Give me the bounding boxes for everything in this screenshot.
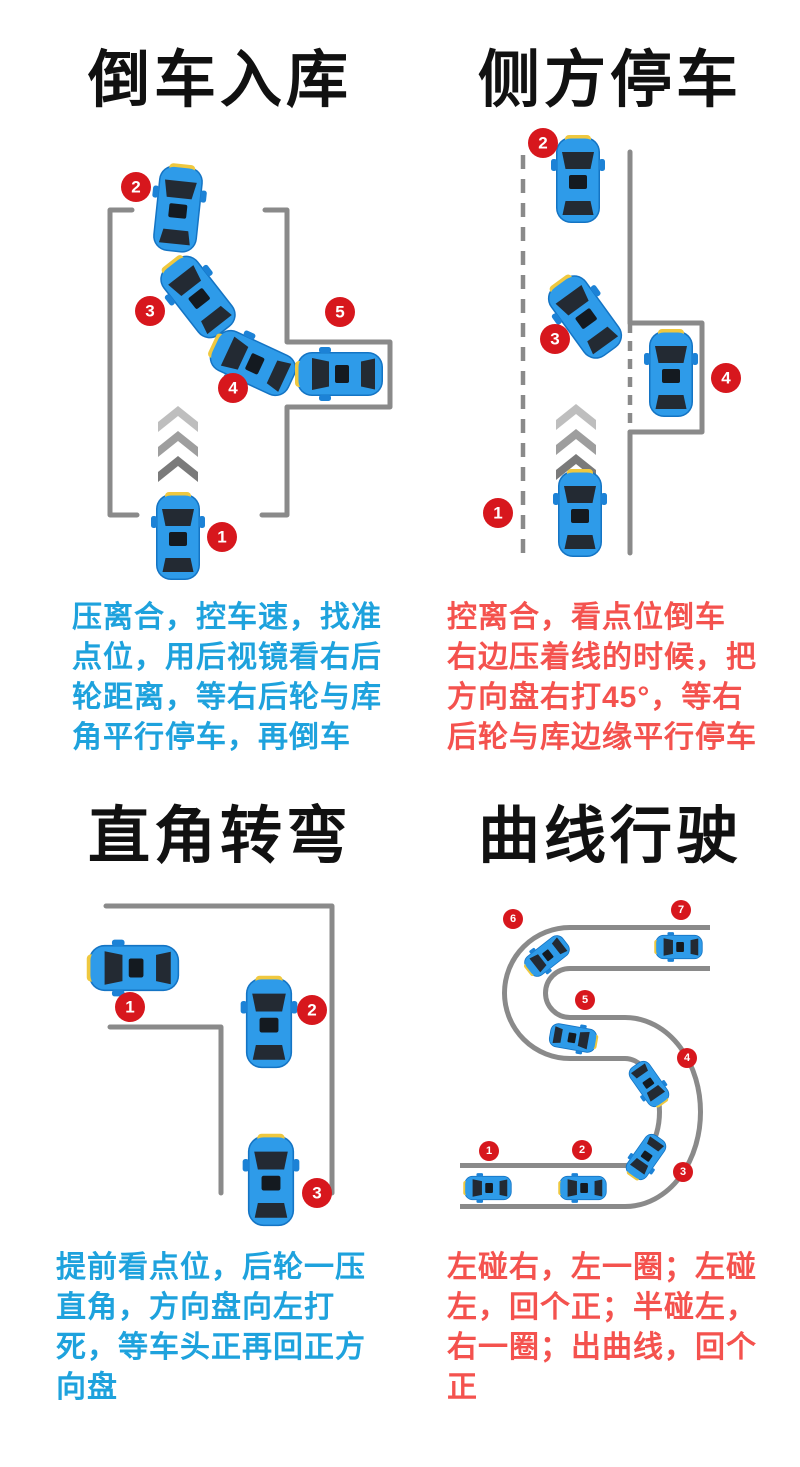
- step-marker-3: 3: [135, 296, 165, 326]
- car-step-3: [242, 1133, 300, 1227]
- car-step-2: [240, 975, 298, 1069]
- car-step-5: [295, 347, 383, 401]
- car-step-1: [463, 1173, 512, 1203]
- diagram-reverse-parking: 1 2 3 4 5: [107, 161, 393, 580]
- car-step-2: [146, 161, 210, 255]
- instruction-line: 直角，方向盘向左打: [56, 1291, 335, 1324]
- svg-text:2: 2: [307, 1001, 316, 1020]
- instruction-line: 左碰右，左一圈；左碰: [447, 1251, 757, 1284]
- svg-text:1: 1: [217, 528, 226, 547]
- car-step-4: [644, 329, 698, 417]
- instruction-line: 角平行停车，再倒车: [72, 721, 351, 754]
- car-step-1: [151, 492, 205, 580]
- instruction-line: 压离合，控车速，找准: [72, 601, 382, 634]
- instruction-line: 后轮与库边缘平行停车: [447, 721, 757, 754]
- title-curve-driving: 曲线行驶: [477, 802, 742, 871]
- title-right-angle-turn: 直角转弯: [87, 802, 352, 871]
- svg-text:3: 3: [145, 302, 154, 321]
- outer-corner-line: [103, 903, 335, 1196]
- instruction-line: 向盘: [56, 1371, 118, 1404]
- svg-text:1: 1: [486, 1145, 492, 1157]
- svg-text:5: 5: [335, 303, 344, 322]
- svg-text:7: 7: [678, 904, 684, 916]
- step-marker-3: 3: [540, 324, 570, 354]
- svg-text:3: 3: [550, 330, 559, 349]
- svg-text:6: 6: [510, 913, 516, 925]
- car-step-2: [551, 135, 605, 223]
- parking-bay-line: [627, 320, 705, 435]
- svg-text:4: 4: [228, 379, 238, 398]
- garage-right-boundary-and-bay-line: [259, 207, 393, 518]
- step-marker-5: 5: [325, 297, 355, 327]
- diagram-right-angle-turn: 1 2 3: [86, 903, 335, 1227]
- inner-corner-line: [107, 1024, 224, 1196]
- svg-text:2: 2: [538, 134, 547, 153]
- step-marker-2: 2: [297, 995, 327, 1025]
- step-marker-4: 4: [711, 363, 741, 393]
- title-side-parking: 侧方停车: [477, 46, 742, 115]
- svg-text:2: 2: [131, 178, 140, 197]
- instruction-line: 左，回个正；半碰左，: [447, 1291, 757, 1324]
- step-marker-2: 2: [572, 1140, 592, 1160]
- chevron-up-icon: [556, 429, 596, 455]
- instruction-line: 点位，用后视镜看右后: [72, 641, 382, 674]
- instruction-line: 方向盘右打45°，等右: [447, 681, 744, 714]
- svg-text:1: 1: [493, 504, 502, 523]
- step-marker-4: 4: [677, 1048, 697, 1068]
- step-marker-3: 3: [673, 1162, 693, 1182]
- svg-text:4: 4: [684, 1052, 691, 1064]
- instruction-line: 死，等车头正再回正方: [56, 1331, 366, 1364]
- instructions-curve-driving: 左碰右，左一圈；左碰 左，回个正；半碰左， 右一圈；出曲线，回个 正: [447, 1248, 767, 1408]
- step-marker-1: 1: [483, 498, 513, 528]
- step-marker-1: 1: [207, 522, 237, 552]
- step-marker-3: 3: [302, 1178, 332, 1208]
- instruction-line: 控离合，看点位倒车: [447, 601, 726, 634]
- instruction-line: 右一圈；出曲线，回个: [447, 1331, 757, 1364]
- instructions-reverse-parking: 压离合，控车速，找准 点位，用后视镜看右后 轮距离，等右后轮与库 角平行停车，再…: [72, 598, 384, 758]
- garage-left-boundary-line: [107, 207, 140, 518]
- car-step-1: [553, 469, 607, 557]
- instructions-right-angle-turn: 提前看点位，后轮一压 直角，方向盘向左打 死，等车头正再回正方 向盘: [56, 1248, 376, 1408]
- step-marker-5: 5: [575, 990, 595, 1010]
- instruction-line: 正: [447, 1371, 478, 1404]
- instruction-line: 右边压着线的时候，把: [447, 641, 757, 674]
- car-step-7: [654, 932, 703, 962]
- svg-text:4: 4: [721, 369, 731, 388]
- chevron-up-icon: [556, 404, 596, 430]
- chevron-up-icon: [158, 456, 198, 482]
- step-marker-1: 1: [479, 1141, 499, 1161]
- instruction-line: 轮距离，等右后轮与库: [72, 681, 382, 714]
- diagram-side-parking: 1 2 3 4: [483, 128, 741, 557]
- svg-text:1: 1: [125, 998, 134, 1017]
- step-marker-7: 7: [671, 900, 691, 920]
- svg-text:3: 3: [680, 1166, 686, 1178]
- car-step-2: [558, 1173, 607, 1203]
- chevron-up-icon: [158, 406, 198, 432]
- step-marker-4: 4: [218, 373, 248, 403]
- chevron-up-icon: [158, 431, 198, 457]
- step-marker-2: 2: [528, 128, 558, 158]
- car-step-1: [86, 939, 180, 997]
- instruction-line: 提前看点位，后轮一压: [56, 1251, 366, 1284]
- step-marker-1: 1: [115, 992, 145, 1022]
- instructions-side-parking: 控离合，看点位倒车 右边压着线的时候，把 方向盘右打45°，等右 后轮与库边缘平…: [447, 598, 767, 758]
- step-marker-6: 6: [503, 909, 523, 929]
- title-reverse-parking: 倒车入库: [87, 46, 352, 115]
- svg-text:5: 5: [582, 994, 588, 1006]
- step-marker-2: 2: [121, 172, 151, 202]
- svg-text:3: 3: [312, 1184, 321, 1203]
- diagram-curve-driving: 1 2 3 4 5 6 7: [460, 900, 710, 1209]
- svg-text:2: 2: [579, 1144, 585, 1156]
